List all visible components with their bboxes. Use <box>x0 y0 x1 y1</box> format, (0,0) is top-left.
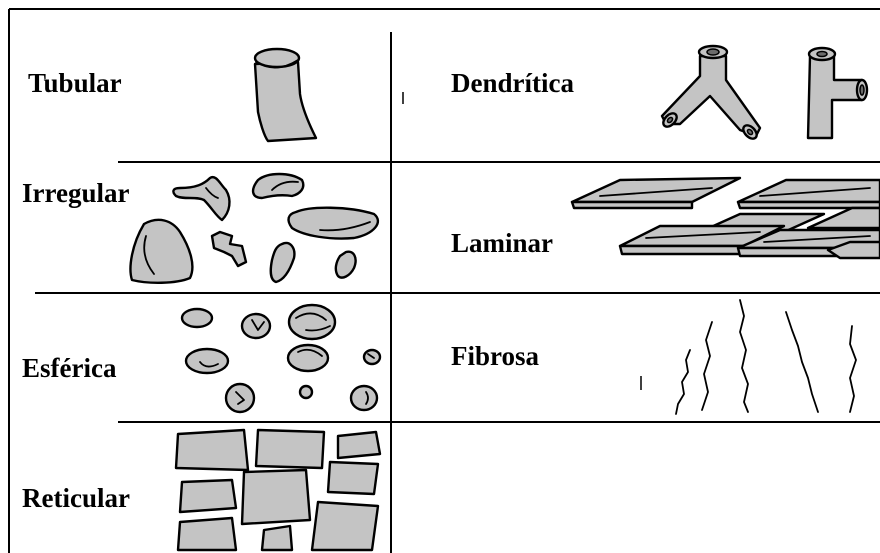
dendritic-shape-1 <box>661 46 760 141</box>
tubular-shape <box>255 49 316 141</box>
label-dendritica: Dendrítica <box>451 70 574 97</box>
spherical-particles <box>182 305 380 412</box>
label-fibrosa: Fibrosa <box>451 343 539 370</box>
irregular-particles <box>131 174 378 283</box>
laminar-plates <box>572 178 880 258</box>
label-laminar: Laminar <box>451 230 553 257</box>
label-tubular: Tubular <box>28 70 122 97</box>
reticular-blocks <box>176 430 380 550</box>
label-esferica: Esférica <box>22 355 116 382</box>
dendritic-shape-2 <box>808 48 867 138</box>
label-reticular: Reticular <box>22 485 130 512</box>
fibrous-lines <box>676 300 856 414</box>
label-irregular: Irregular <box>22 180 129 207</box>
